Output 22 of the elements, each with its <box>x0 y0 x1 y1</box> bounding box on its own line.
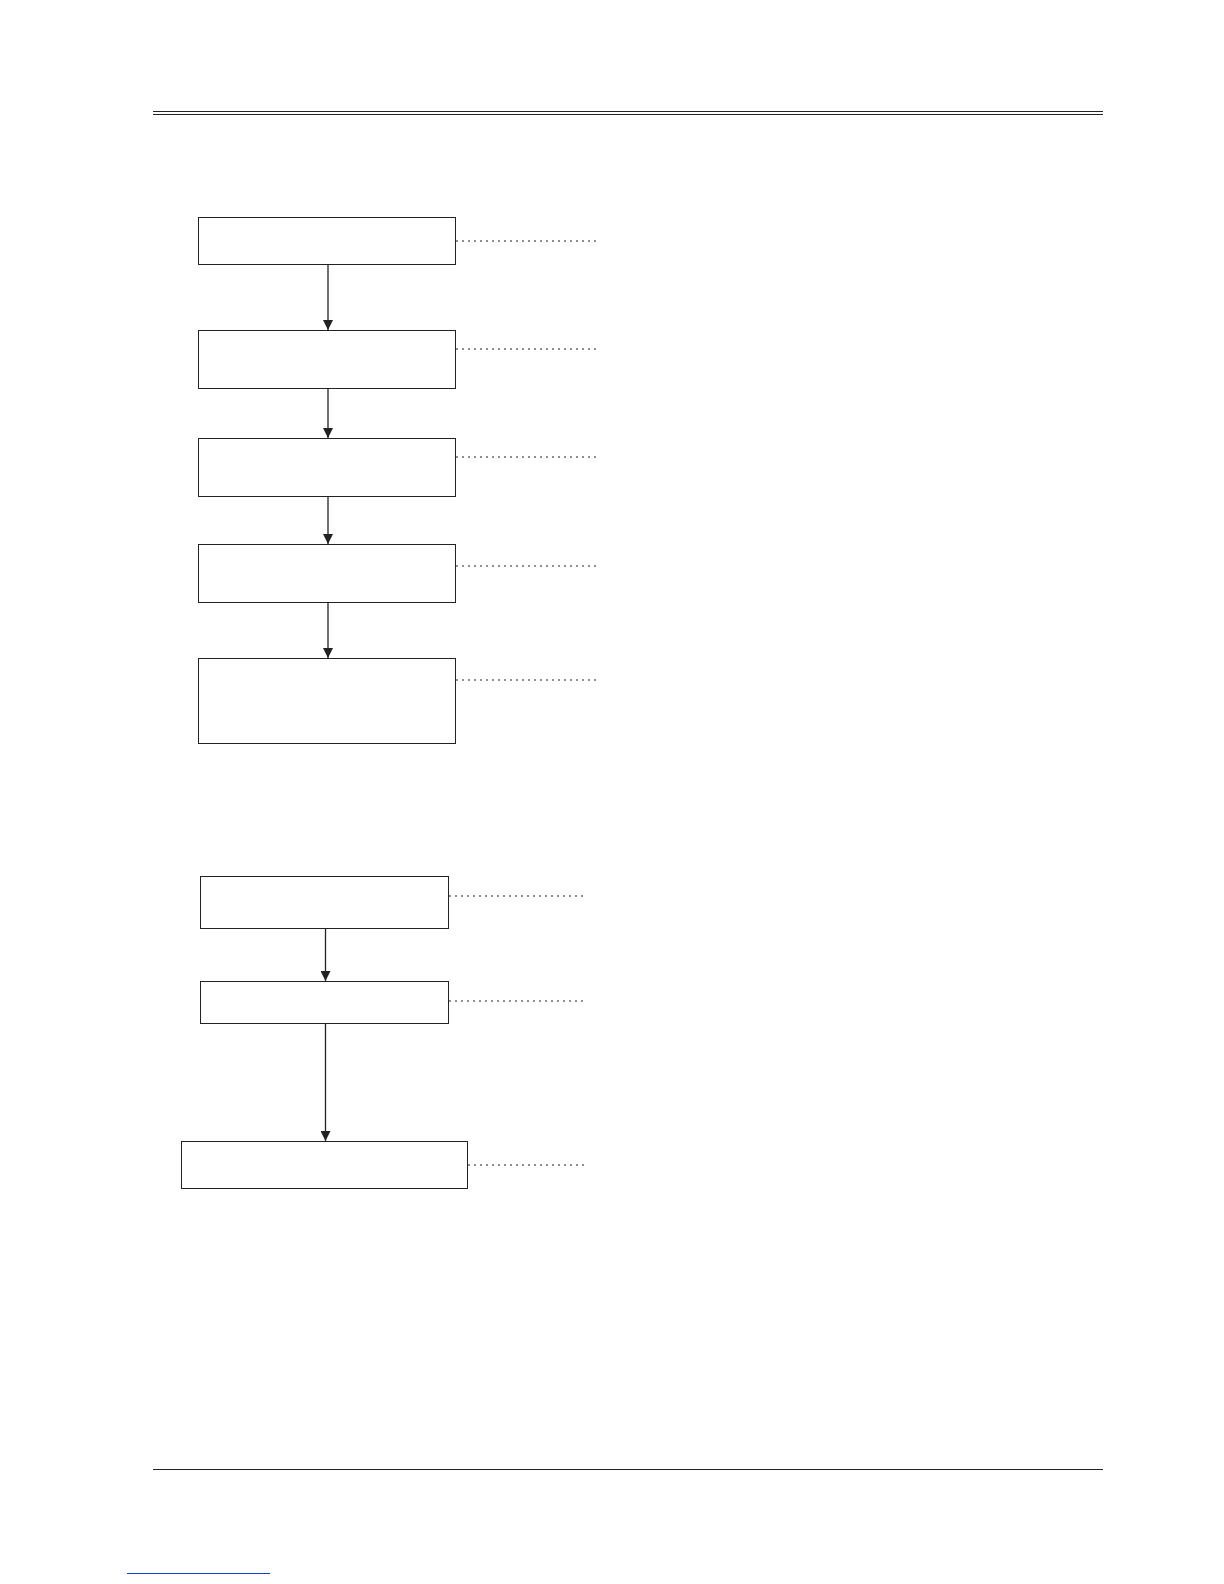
leader-line <box>455 348 598 350</box>
process-box <box>181 1141 468 1189</box>
leader-line <box>467 1164 586 1166</box>
process-box <box>198 330 456 389</box>
process-box <box>198 438 456 497</box>
leader-line <box>455 679 598 681</box>
arrow <box>323 264 333 331</box>
leader-line <box>448 895 586 897</box>
process-box <box>198 658 456 744</box>
arrow <box>323 388 333 439</box>
arrow <box>320 1023 331 1142</box>
arrow <box>320 928 331 982</box>
leader-line <box>455 565 598 567</box>
process-box <box>200 981 449 1024</box>
leader-line <box>455 240 598 242</box>
process-box <box>200 876 449 929</box>
process-box <box>198 544 456 603</box>
leader-line <box>455 456 598 458</box>
leader-line <box>448 1000 586 1002</box>
arrow <box>323 496 333 545</box>
arrow <box>323 602 333 659</box>
process-box <box>198 217 456 265</box>
